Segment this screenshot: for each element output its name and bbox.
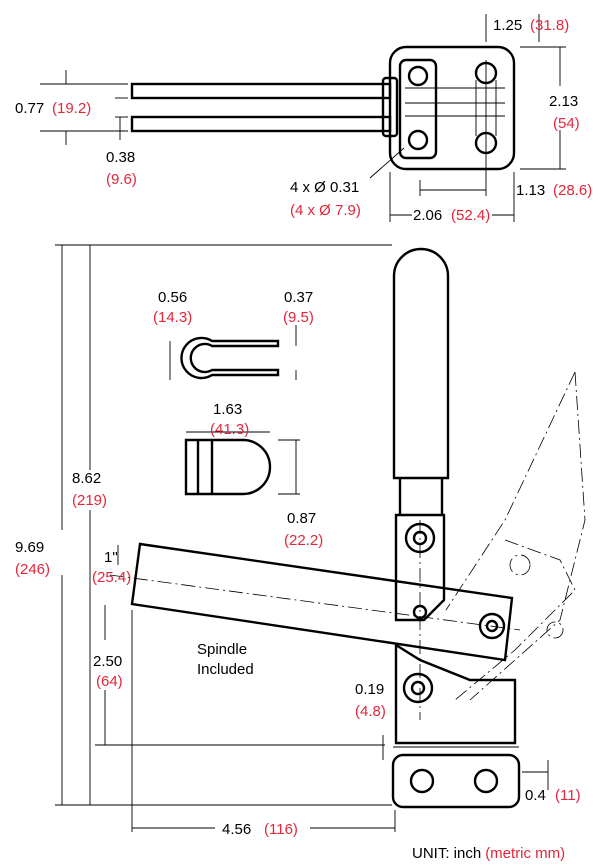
dim-h-open-mm: (219) bbox=[72, 492, 107, 509]
dim-spin-h-inch: 0.87 bbox=[287, 510, 316, 527]
top-view bbox=[40, 14, 566, 222]
unit-prefix: UNIT: inch bbox=[412, 845, 481, 862]
arm-closed bbox=[130, 542, 514, 662]
plate-hole-left bbox=[409, 768, 435, 794]
arm-pivot-outer bbox=[478, 612, 506, 640]
base-pivot-outer bbox=[402, 672, 434, 704]
dim-w-top-mm: (31.8) bbox=[530, 17, 569, 34]
dim-w-holes-mm: (28.6) bbox=[553, 182, 592, 199]
dim-h-base-inch: 2.13 bbox=[549, 93, 578, 110]
dim-spin-slot-inch: 0.37 bbox=[284, 289, 313, 306]
spindle-detail bbox=[169, 325, 300, 496]
dim-plate-mm: (11) bbox=[555, 787, 581, 804]
dim-spin-d-mm: (14.3) bbox=[153, 309, 192, 326]
dim-spin-len-mm: (41.3) bbox=[210, 421, 249, 438]
base-plate bbox=[391, 753, 521, 809]
dim-h-arm-inch: 2.50 bbox=[93, 653, 122, 670]
dim-gap-inch: 0.77 bbox=[15, 100, 44, 117]
dim-h-base-mm: (54) bbox=[553, 115, 580, 132]
dim-h-total-inch: 9.69 bbox=[15, 539, 44, 556]
side-dim-lines bbox=[55, 244, 549, 832]
dim-pivot-mm: (4.8) bbox=[355, 703, 386, 720]
plate-hole-right bbox=[473, 768, 499, 794]
dim-h-open-inch: 8.62 bbox=[72, 470, 101, 487]
dim-w-holes-inch: 1.13 bbox=[516, 182, 545, 199]
dim-w-top-inch: 1.25 bbox=[493, 17, 522, 34]
dim-spin-d-inch: 0.56 bbox=[158, 289, 187, 306]
handle-open-phantom bbox=[469, 371, 586, 701]
top-arm-clevis bbox=[381, 76, 399, 138]
top-base-body bbox=[388, 45, 516, 171]
link-plate bbox=[394, 513, 446, 622]
spindle-label-line1: Spindle bbox=[197, 641, 247, 658]
side-view bbox=[109, 247, 586, 809]
top-handle-block bbox=[398, 58, 438, 160]
dim-h-total-mm: (246) bbox=[15, 561, 50, 578]
spindle-label-line2: Included bbox=[197, 661, 254, 678]
unit-metric: (metric mm) bbox=[485, 845, 565, 862]
handle-grip bbox=[392, 247, 450, 480]
dim-plate-inch: 0.4 bbox=[525, 787, 546, 804]
unit-note: UNIT: inch(metric mm) bbox=[412, 845, 565, 862]
dim-reach-mm: (116) bbox=[264, 821, 298, 838]
top-arm-bar-upper bbox=[130, 82, 392, 100]
top-hole-2 bbox=[407, 129, 429, 151]
top-arm-bar-lower bbox=[130, 115, 392, 133]
dim-w-base-inch: 2.06 bbox=[413, 207, 442, 224]
dim-bar-th-inch: 0.38 bbox=[106, 149, 135, 166]
dim-gap-mm: (19.2) bbox=[52, 100, 91, 117]
dim-spin-slot-mm: (9.5) bbox=[283, 309, 314, 326]
dim-tip-mm: (25.4) bbox=[92, 569, 131, 586]
arm-pivot-inner bbox=[485, 619, 499, 633]
dim-tip-inch: 1" bbox=[104, 549, 118, 566]
dim-h-arm-mm: (64) bbox=[96, 673, 123, 690]
dim-bar-th-mm: (9.6) bbox=[106, 171, 137, 188]
spindle-clip bbox=[180, 336, 280, 380]
spindle-body bbox=[184, 438, 272, 496]
dim-holes-mm: (4 x Ø 7.9) bbox=[290, 202, 361, 219]
dim-pivot-inch: 0.19 bbox=[355, 681, 384, 698]
dim-reach-inch: 4.56 bbox=[222, 821, 251, 838]
dim-w-base-mm: (52.4) bbox=[451, 207, 490, 224]
top-hole-1 bbox=[407, 65, 429, 87]
base-pivot-inner bbox=[410, 680, 426, 696]
dim-holes-inch: 4 x Ø 0.31 bbox=[290, 179, 359, 196]
dim-spin-len-inch: 1.63 bbox=[213, 401, 242, 418]
dim-spin-h-mm: (22.2) bbox=[284, 532, 323, 549]
